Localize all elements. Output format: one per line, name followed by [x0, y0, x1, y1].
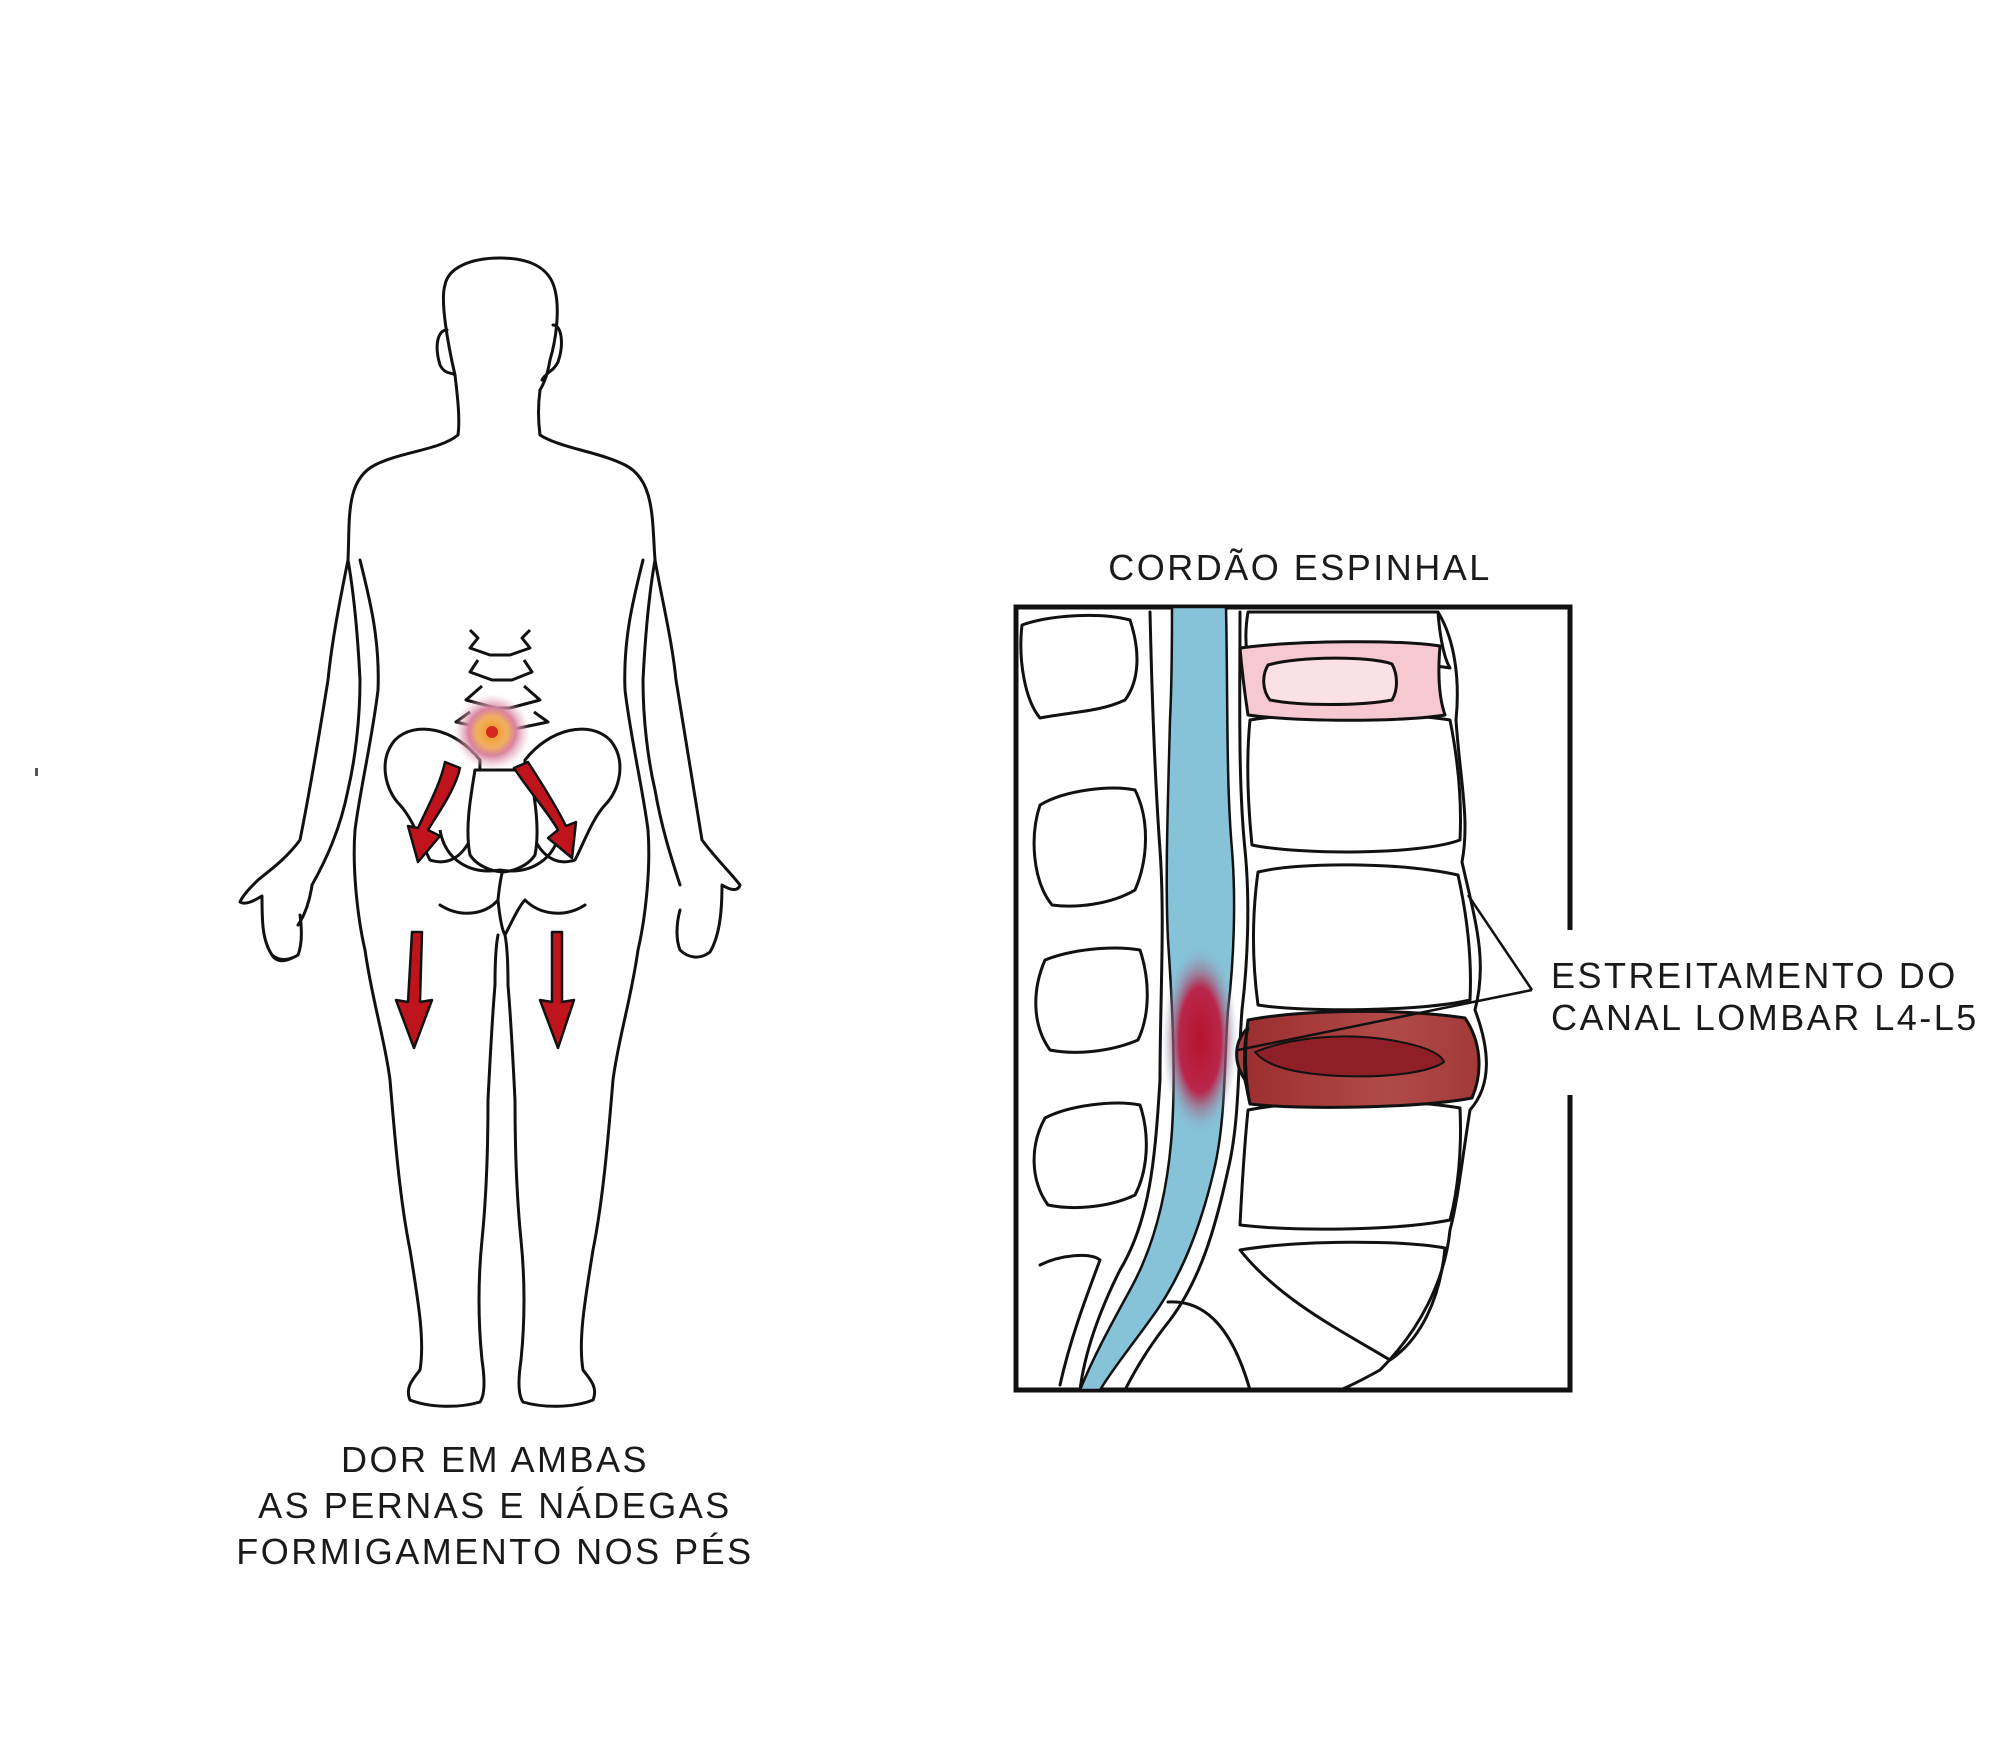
frame-left-top-bottom — [1013, 604, 1573, 1393]
leader-to-canal — [1466, 894, 1534, 991]
left-hand — [270, 883, 314, 963]
pelvic-ring — [438, 829, 562, 873]
left-leg-arrow — [394, 930, 434, 1050]
anterior-longitudinal-line — [1338, 610, 1488, 1392]
healthy-disc-nucleus — [1262, 656, 1398, 706]
vertebral-body-l3 — [1246, 712, 1463, 854]
spinal-cord-label: CORDÃO ESPINHAL — [1108, 547, 1492, 588]
torso-left-side — [352, 558, 500, 1408]
pain-arrows — [394, 760, 578, 1050]
symptoms-line-2: AS PERNAS E NÁDEGAS — [258, 1485, 732, 1526]
cord-compression-zone — [1162, 945, 1238, 1135]
symptoms-line-3: FORMIGAMENTO NOS PÉS — [236, 1531, 754, 1572]
left-ear — [435, 328, 457, 377]
left-body-outline — [238, 373, 461, 961]
spinous-process-2 — [1032, 786, 1147, 908]
sacrum — [466, 768, 539, 874]
spinal-cord-fluid — [1078, 605, 1236, 1392]
torso-right-side — [503, 558, 651, 1408]
right-buttock-arrow — [512, 760, 578, 860]
left-inner-arm — [310, 558, 362, 887]
spinous-process-3 — [1034, 946, 1149, 1054]
stray-mark — [35, 768, 38, 776]
spine-section — [1019, 605, 1488, 1392]
right-ear — [540, 323, 563, 382]
human-figure — [238, 256, 742, 1408]
canal-narrowing-line-2: CANAL LOMBAR L4-L5 — [1551, 997, 1979, 1038]
lower-vertebra-arc — [1166, 1300, 1252, 1392]
sacrum-segment — [1238, 1240, 1447, 1362]
vertebral-body-l5 — [1238, 1099, 1463, 1231]
damaged-disc-nucleus — [1254, 1035, 1445, 1078]
buttocks-line — [438, 898, 587, 937]
head-outline — [441, 256, 559, 392]
right-leg-arrow — [538, 930, 576, 1050]
spine-section-frame — [1013, 604, 1573, 1393]
right-body-outline — [537, 388, 742, 959]
lower-back-pain-center — [486, 726, 498, 738]
posterior-canal-wall — [1078, 610, 1164, 1392]
annotation-leaders — [1237, 894, 1534, 1052]
spinous-process-4 — [1032, 1101, 1148, 1210]
leader-to-disc — [1237, 988, 1533, 1052]
right-inner-arm — [641, 558, 682, 887]
lumbar-vertebrae — [454, 628, 550, 734]
vertebral-body-l4 — [1252, 863, 1472, 1012]
spinous-process-1 — [1019, 613, 1139, 720]
left-buttock-arrow — [406, 760, 462, 864]
symptoms-line-1: DOR EM AMBAS — [340, 1439, 650, 1480]
spinous-process-5 — [1038, 1254, 1102, 1387]
symptoms-caption: DOR EM AMBAS AS PERNAS E NÁDEGAS FORMIGA… — [180, 1437, 810, 1575]
canal-narrowing-line-1: ESTREITAMENTO DO — [1551, 955, 1958, 996]
canal-narrowing-label: ESTREITAMENTO DO CANAL LOMBAR L4-L5 — [1551, 955, 1979, 1039]
